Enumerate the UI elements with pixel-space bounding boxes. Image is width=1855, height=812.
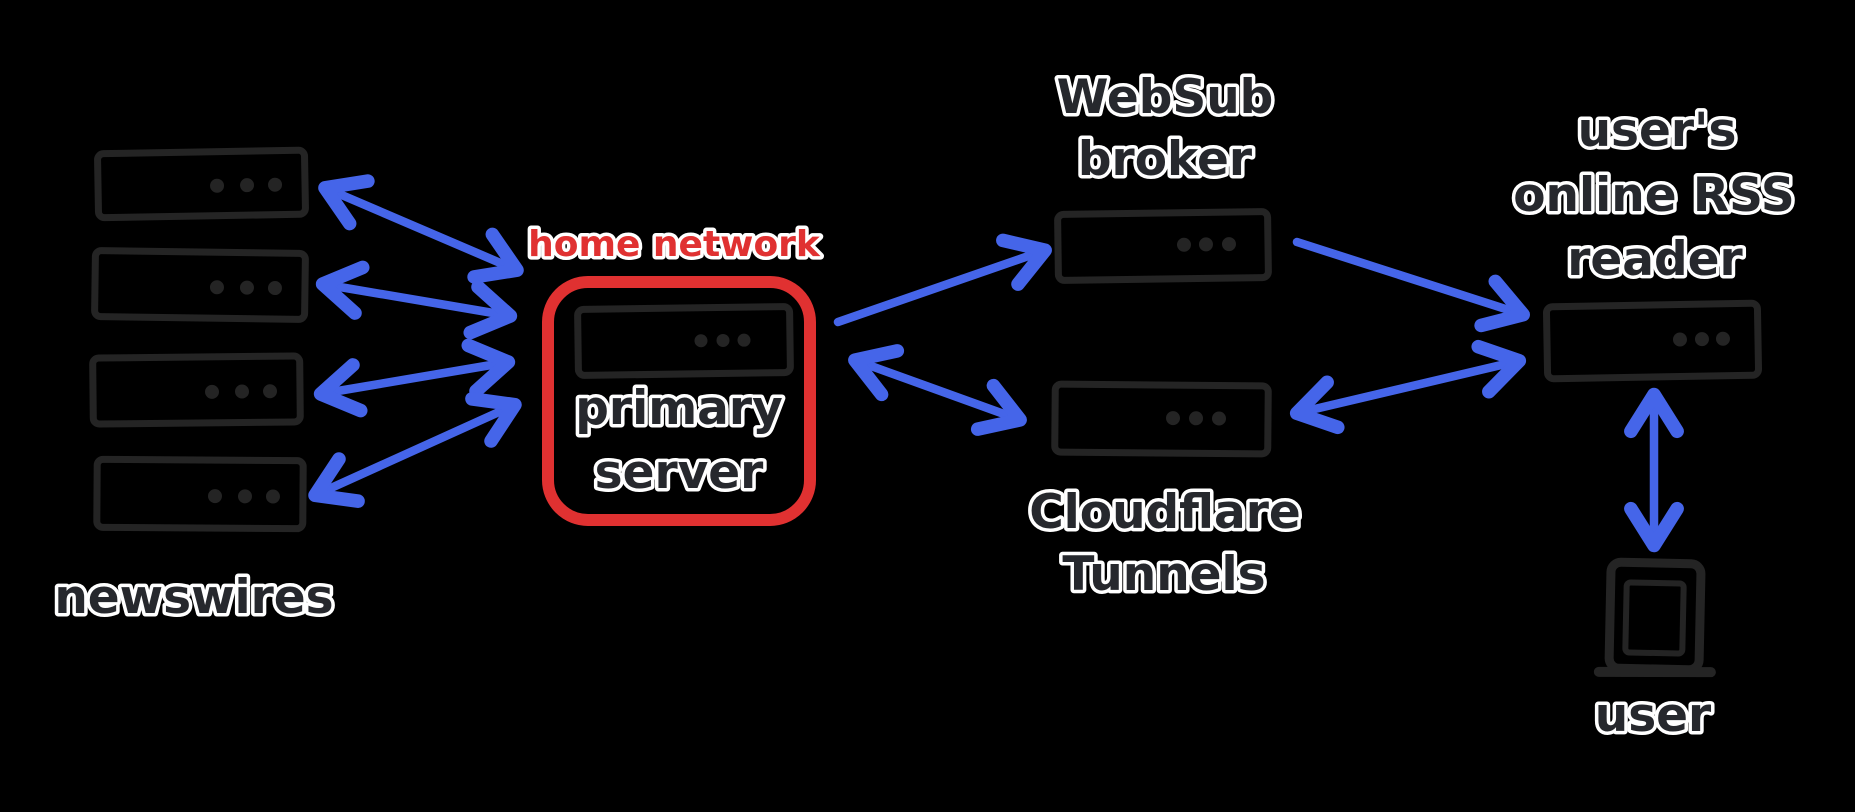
reader-label-line3: reader: [1567, 232, 1743, 287]
websub-server-icon: [1054, 208, 1272, 284]
arrow-newswire3-primary: [313, 338, 516, 418]
reader-label-line2: online RSS: [1513, 168, 1794, 223]
newswire-server-1: [94, 146, 309, 222]
server-icon: [1051, 380, 1272, 458]
user-label: user: [1595, 688, 1712, 743]
newswire-server-4: [93, 455, 307, 533]
newswires-label: newswires: [54, 570, 333, 625]
server-icon: [1054, 208, 1272, 284]
arrow-websub-reader: [1292, 237, 1530, 333]
cloudflare-server-icon: [1051, 380, 1272, 458]
arrow-cloudflare-reader: [1289, 339, 1527, 435]
websub-label-line2: broker: [1078, 132, 1253, 187]
arrow-newswire2-primary: [315, 260, 518, 340]
arrow-newswire4-primary: [308, 392, 522, 508]
server-icon: [89, 352, 304, 428]
newswire-server-3: [89, 352, 304, 428]
home-network-box: [542, 276, 816, 526]
server-icon: [94, 146, 309, 222]
home-network-label: home network: [528, 224, 821, 265]
server-icon: [91, 247, 309, 323]
server-icon: [574, 303, 794, 379]
rss-reader-server-icon: [1542, 299, 1763, 383]
newswire-server-2: [91, 247, 309, 323]
reader-label-line1: user's: [1578, 103, 1737, 158]
cloudflare-label-line1: Cloudflare: [1029, 485, 1301, 540]
arrow-primary-websub: [833, 233, 1052, 327]
server-icon: [1542, 299, 1763, 383]
primary-server-label-line1: primary: [575, 381, 782, 436]
user-tablet-icon: [1593, 557, 1716, 678]
arrow-newswire1-primary: [318, 174, 524, 284]
primary-server-icon: [574, 303, 794, 379]
primary-server-label-line2: server: [595, 445, 765, 500]
websub-label-line1: WebSub: [1057, 70, 1274, 125]
server-icon: [93, 455, 307, 533]
arrow-primary-cloudflare: [848, 344, 1027, 436]
cloudflare-label-line2: Tunnels: [1062, 547, 1265, 602]
